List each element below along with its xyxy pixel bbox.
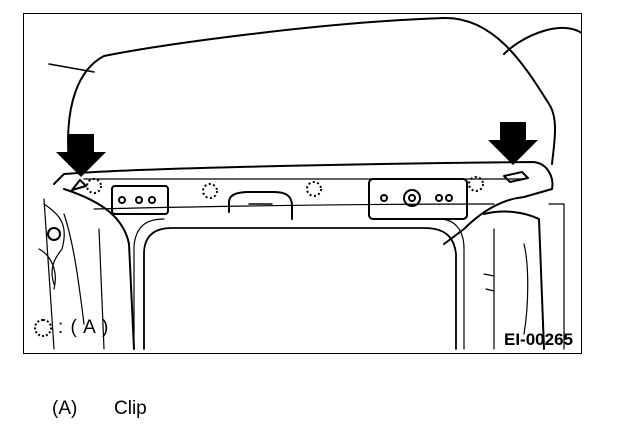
center-handle: [228, 191, 293, 220]
roof-rail-lower: [63, 188, 135, 350]
caption-text: Clip: [114, 398, 147, 419]
clip-marker: [468, 176, 484, 192]
right-bracket: [368, 178, 468, 220]
right-mount: [503, 171, 529, 183]
leader-line: [48, 63, 95, 73]
left-arrow: [56, 134, 106, 177]
caption: (A) Clip: [52, 398, 147, 420]
clip-marker: [86, 178, 102, 194]
trim-panel-illustration: [38, 16, 581, 350]
clip-marker: [306, 181, 322, 197]
window-opening: [143, 227, 457, 350]
left-mount: [71, 179, 87, 191]
caption-label: (A): [52, 398, 78, 419]
dotted-circle-icon: [34, 319, 52, 337]
roof-rail: [63, 161, 554, 245]
trim-panel-cover: [67, 16, 556, 165]
legend-key-text: : ( A ): [58, 317, 110, 338]
left-bracket: [111, 185, 169, 215]
body-edge: [503, 26, 581, 55]
figure-id: EI-00265: [504, 330, 573, 349]
clip-marker: [202, 183, 218, 199]
legend-key: : ( A ): [34, 317, 109, 339]
right-arrow: [488, 122, 538, 165]
figure-frame: : ( A ) EI-00265: [23, 13, 582, 354]
